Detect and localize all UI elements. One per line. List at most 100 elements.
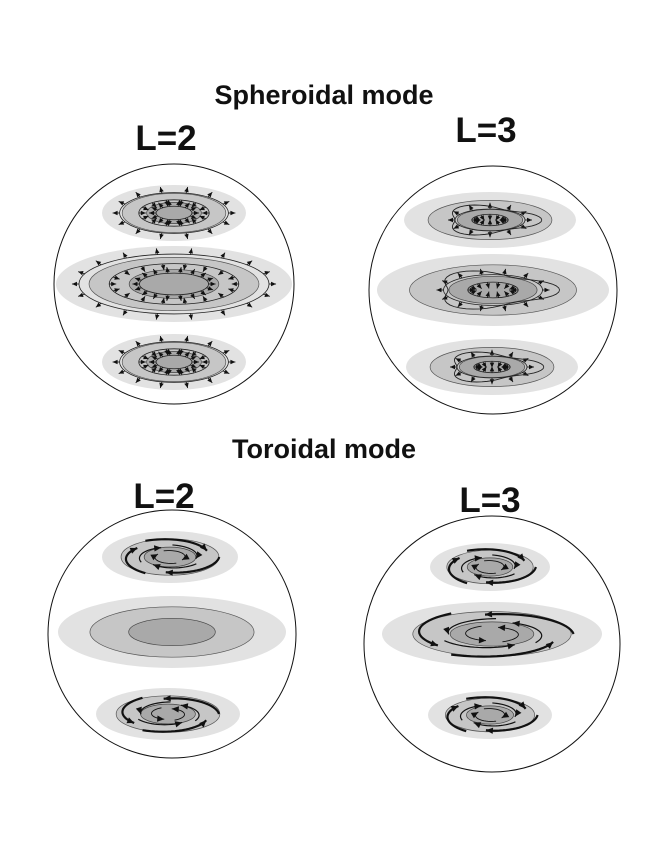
sph-l3-arrows-mid — [436, 268, 561, 312]
sph-l3-arrows-bot-head-1-1 — [501, 366, 508, 372]
tor-l3-arrows-mid-swirl-head-0-0 — [485, 611, 493, 618]
sph-l2-arrows-bot-head-1-8 — [143, 354, 149, 360]
sph-l2-arrows-top-head-2-2 — [184, 217, 190, 224]
tor-l2-disk-mid-inner — [128, 617, 216, 647]
tor-l3-arrows-bot-swirl-0-0 — [485, 714, 539, 732]
sph-l2-arrows-top-head-0-2 — [207, 228, 213, 234]
sph-l2-arrows-bot-head-2-10 — [167, 349, 172, 355]
sph-l2-arrows-mid-head-0-16 — [246, 260, 253, 266]
sph-l2-arrows-top-head-1-8 — [143, 205, 149, 211]
sph-l2-arrows-mid-head-0-8 — [78, 292, 84, 297]
tor-l3-arrows-top-swirl-head-0-2 — [517, 553, 525, 561]
sph-l2-arrows-top-head-0-11 — [184, 186, 189, 193]
tor-l2-arrows-bot-swirl-head-1-0 — [180, 703, 189, 710]
tor-l3-arrows-top-swirl-head-0-0 — [486, 579, 494, 586]
tor-l2-arrows-bot-swirl-0-0 — [163, 697, 221, 715]
sph-l3-arrows-top-lobe — [451, 204, 543, 236]
spheroidal-l3-label: L=3 — [455, 111, 516, 150]
tor-l2-arrows-bot-swirl-head-2-0 — [171, 706, 180, 713]
tor-l3-arrows-top-swirl-0-1 — [447, 556, 468, 585]
sph-l2-arrows-mid-head-1-14 — [182, 264, 188, 271]
sph-l2-arrows-top-head-2-0 — [193, 210, 199, 216]
sph-l3-arrows-bot-head-0-2 — [508, 376, 513, 382]
sph-l2-arrows-top-head-0-1 — [223, 220, 230, 225]
tor-l2-arrows-top-swirl-head-0-2 — [199, 543, 207, 551]
sph-l3-arrows-mid-head-0-11 — [502, 268, 507, 275]
tor-l2-arrows-top-swirl-head-1-1 — [153, 545, 162, 552]
tor-l2-arrows-top-swirl-head-0-0 — [165, 569, 173, 576]
sph-l2-arrows-bot-head-1-0 — [202, 359, 208, 365]
sph-l2-arrows-top-head-2-9 — [158, 202, 164, 209]
sph-l3-arrows-mid-head-1-9 — [476, 283, 482, 289]
tor-l2-arrows-top-swirl-0-0 — [165, 556, 221, 574]
sph-l2-arrows-bot-head-1-6 — [143, 364, 149, 370]
sph-l3-arrows-top-head-1-2 — [495, 219, 501, 225]
sph-l2-arrows-top-head-2-8 — [151, 207, 158, 212]
tor-l3-arrows-bot-swirl-head-2-1 — [501, 711, 510, 718]
spheroidal-title: Spheroidal mode — [214, 80, 433, 110]
tor-l2-arrows-bot-swirl-head-1-2 — [135, 706, 142, 715]
tor-l3-arrows-mid-swirl-2-1 — [465, 625, 487, 642]
sph-l2-arrows-mid-head-1-11 — [124, 270, 130, 275]
sph-l3-arrows-bot-head-0-6 — [450, 364, 455, 370]
sph-l2-arrows-top-head-0-0 — [230, 210, 236, 216]
tor-l2-disk-mid — [58, 596, 286, 668]
sph-l2-arrows-mid-head-2-9 — [132, 281, 138, 287]
tor-l2-arrows-top-swirl-0-1 — [124, 546, 146, 575]
spheroidal-l2-label: L=2 — [135, 119, 196, 158]
sph-l2-arrows-mid-head-2-15 — [190, 269, 195, 275]
tor-l3-arrows-mid — [417, 611, 575, 658]
sph-l2-arrows-bot-head-1-13 — [199, 354, 205, 360]
tor-l2-arrows-bot-swirl-0-2 — [121, 696, 143, 725]
sph-l2-arrows-bot-head-2-6 — [151, 363, 158, 368]
sph-l2-arrows-mid-head-1-1 — [228, 288, 234, 293]
sph-l2-arrows-top-head-0-3 — [184, 233, 189, 240]
sph-l2-arrows-mid-head-2-10 — [134, 277, 141, 282]
sph-l2-arrows-mid-head-2-8 — [134, 286, 141, 291]
sph-l2-arrows-mid-head-2-7 — [142, 290, 148, 296]
sph-l2-arrows-top-head-1-10 — [164, 200, 169, 207]
sph-l2-arrows-top-head-2-10 — [167, 200, 172, 206]
sph-l3-arrows-mid-head-1-0 — [511, 287, 517, 293]
sph-l3-arrows-bot-head-0-0 — [529, 364, 534, 370]
tor-l3-arrows-mid-swirl-0-0 — [484, 612, 575, 635]
sph-l2-arrows-top-head-2-6 — [151, 214, 158, 219]
sph-l3-arrows-bot-head-1-3 — [489, 366, 495, 372]
tor-l2-arrows-top-swirl-head-2-0 — [150, 554, 159, 561]
tor-l3-arrows-mid-swirl-head-1-0 — [512, 620, 520, 627]
tor-l3-arrows-mid-swirl-head-1-2 — [443, 626, 450, 635]
sph-l3-arrows-bot-head-0-10 — [508, 352, 513, 358]
tor-l3-arrows-mid-swirl-0-1 — [451, 641, 554, 658]
sph-l2-arrows-mid-head-2-0 — [210, 281, 216, 287]
sph-l3-arrows-top-head-0-0 — [527, 217, 532, 223]
tor-l3-arrows-mid-swirl-1-1 — [444, 640, 515, 649]
sph-l3-arrows-bot-head-1-4 — [481, 366, 487, 372]
sph-l2-arrows-top-head-1-7 — [140, 210, 146, 216]
sph-l3-arrows-mid-head-0-12 — [523, 273, 529, 279]
sph-l2-arrows-bot-head-0-1 — [223, 369, 230, 374]
tor-l3-arrows-bot-swirl-head-0-1 — [450, 705, 459, 712]
sph-l2-arrows-mid-head-2-16 — [200, 272, 206, 278]
tor-l2-arrows-top-swirl-head-0-1 — [129, 547, 138, 554]
sph-l2-arrows-mid-head-0-11 — [95, 260, 102, 266]
sph-l2-arrows-mid-head-1-6 — [140, 296, 146, 302]
sph-l2-disk-top — [102, 185, 246, 241]
sph-l2-arrows-mid-head-2-17 — [207, 277, 214, 282]
sph-l3-arrows-mid-lobe — [444, 270, 561, 310]
sph-l3-arrows-mid-head-1-3 — [496, 291, 501, 297]
tor-l3-arrows-bot-swirl-head-2-0 — [470, 712, 479, 719]
sph-l2-arrows-bot-head-0-2 — [207, 377, 213, 383]
sph-l2-arrows-mid-head-1-13 — [160, 264, 166, 271]
sph-l2-arrows-mid-head-1-2 — [218, 293, 224, 298]
sph-l2-arrows-mid-head-1-4 — [182, 297, 188, 304]
tor-l3-arrows-mid-swirl-head-1-1 — [507, 643, 515, 650]
tor-l3-arrows-bot-swirl-head-1-2 — [514, 709, 522, 717]
sph-l3-arrows-top-head-1-9 — [487, 215, 493, 221]
sph-l2-arrows-top-head-1-9 — [151, 202, 157, 208]
tor-l3-arrows-bot — [446, 696, 539, 734]
sph-l2-arrows-bot-head-1-12 — [191, 351, 197, 357]
tor-l3-arrows-mid-swirl-head-0-1 — [545, 641, 554, 649]
sph-l3-arrows-bot-head-0-4 — [471, 376, 476, 382]
sph-l2-arrows-mid-head-1-9 — [111, 281, 117, 287]
tor-l3-arrows-top-swirl-head-1-1 — [474, 555, 482, 562]
